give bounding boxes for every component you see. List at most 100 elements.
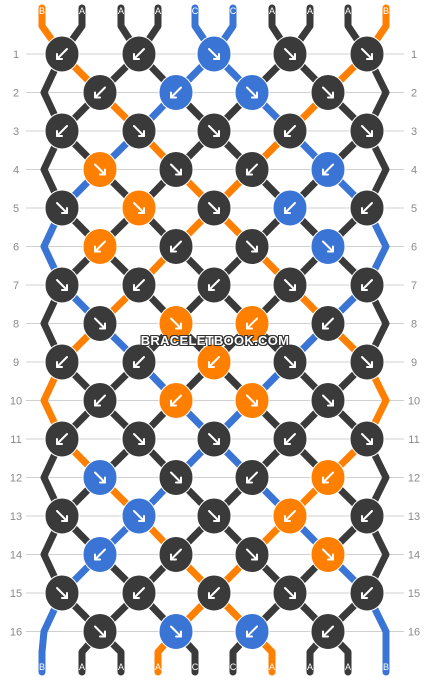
knot (310, 74, 346, 111)
arrow-head-icon (99, 168, 106, 176)
arrow-head-icon (366, 130, 373, 137)
row-label-right: 7 (411, 280, 417, 292)
arrow-head-icon (361, 592, 368, 599)
row-label-right: 2 (411, 88, 417, 100)
arrow-head-icon (208, 361, 215, 368)
row-label-right: 10 (408, 396, 420, 408)
knot (158, 151, 194, 188)
arrow-head-icon (56, 438, 63, 445)
arrow-head-icon (61, 515, 68, 522)
knot (44, 420, 80, 458)
arrow-down-right-icon (56, 510, 68, 522)
arrow-down-right-icon (208, 433, 220, 445)
knot (349, 189, 385, 227)
arrow-head-icon (361, 207, 368, 214)
arrow-down-right-icon (284, 587, 296, 599)
arrow-head-icon (61, 284, 68, 291)
row-label-left: 2 (13, 88, 19, 100)
arrow-head-icon (175, 168, 182, 176)
arrow-head-icon (246, 476, 253, 484)
arrow-down-left-icon (361, 202, 373, 214)
arrow-down-right-icon (361, 48, 373, 60)
arrow-head-icon (327, 91, 334, 99)
knot (272, 420, 308, 458)
arrow-head-icon (138, 515, 145, 522)
arrow-down-right-icon (133, 202, 145, 214)
knot (272, 343, 308, 381)
arrow-head-icon (138, 438, 145, 445)
knot (44, 343, 80, 381)
knot (272, 497, 308, 535)
row-label-right: 16 (408, 627, 420, 639)
arrow-head-icon (56, 361, 63, 368)
strand-label-bottom: A (79, 662, 85, 672)
arrow-down-right-icon (94, 317, 106, 330)
strand-label-bottom: A (269, 662, 275, 672)
row-label-right: 12 (408, 473, 420, 485)
arrow-head-icon (246, 322, 253, 330)
arrow-down-left-icon (322, 625, 334, 638)
arrow-head-icon (56, 53, 63, 60)
row-label-left: 15 (10, 588, 22, 600)
strand-label-top: A (307, 6, 313, 16)
arrow-down-left-icon (361, 279, 373, 291)
arrow-head-icon (133, 284, 140, 291)
row-label-right: 4 (411, 165, 417, 177)
arrow-head-icon (289, 284, 296, 291)
arrow-down-right-icon (208, 125, 220, 137)
arrow-down-left-icon (322, 163, 334, 176)
arrow-down-right-icon (322, 394, 334, 407)
arrow-down-right-icon (133, 510, 145, 522)
row-label-left: 4 (13, 165, 19, 177)
arrow-down-right-icon (133, 125, 145, 137)
arrow-head-icon (289, 592, 296, 599)
arrow-head-icon (99, 630, 106, 638)
knot (234, 74, 270, 111)
arrow-head-icon (170, 399, 177, 407)
knot (310, 382, 346, 419)
arrow-head-icon (366, 53, 373, 60)
row-label-right: 15 (408, 588, 420, 600)
knot (196, 343, 232, 381)
knot (272, 574, 308, 612)
row-label-right: 8 (411, 319, 417, 331)
arrow-head-icon (170, 553, 177, 561)
row-label-left: 14 (10, 550, 22, 562)
arrow-head-icon (170, 245, 177, 253)
knot (44, 497, 80, 535)
strand-label-top: A (118, 6, 124, 16)
arrow-head-icon (133, 361, 140, 368)
arrow-head-icon (99, 322, 106, 330)
arrow-down-left-icon (246, 317, 258, 330)
knot (44, 112, 80, 150)
strand-label-top: B (383, 6, 389, 16)
arrow-down-right-icon (170, 163, 182, 176)
arrow-down-left-icon (322, 317, 334, 330)
arrow-down-right-icon (322, 86, 334, 99)
knot (196, 189, 232, 227)
arrow-head-icon (94, 245, 101, 253)
knot (121, 497, 157, 535)
arrow-down-left-icon (284, 125, 296, 137)
arrow-down-right-icon (361, 356, 373, 368)
knot (158, 613, 194, 650)
strand-label-bottom: A (307, 662, 313, 672)
arrow-down-right-icon (56, 202, 68, 214)
arrow-down-right-icon (322, 548, 334, 561)
strand-label-bottom: C (230, 662, 237, 672)
watermark: BRACELETBOOK.COM (140, 333, 290, 348)
arrow-head-icon (213, 438, 220, 445)
arrow-down-right-icon (208, 202, 220, 214)
strand-label-bottom: B (39, 662, 45, 672)
arrow-head-icon (61, 207, 68, 214)
arrow-down-right-icon (94, 471, 106, 484)
arrow-down-left-icon (208, 279, 220, 291)
knot (310, 536, 346, 573)
arrow-down-left-icon (170, 548, 182, 561)
arrow-head-icon (213, 515, 220, 522)
strand-label-bottom: A (118, 662, 124, 672)
arrow-down-left-icon (56, 433, 68, 445)
arrow-down-left-icon (56, 48, 68, 60)
arrow-head-icon (213, 207, 220, 214)
strand-label-top: A (269, 6, 275, 16)
